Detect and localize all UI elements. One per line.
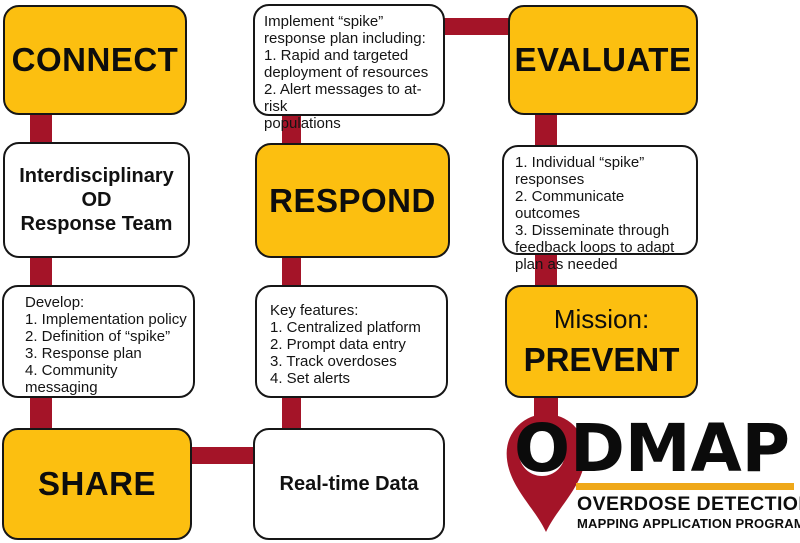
connector-share-realtime — [188, 447, 258, 464]
connector-outcomes-mission — [535, 250, 557, 290]
connector-implement-evaluate — [440, 18, 512, 35]
odmap-tagline-secondary: MAPPING APPLICATION PROGRAM — [577, 516, 800, 531]
key-features-text: Key features: 1. Centralized platform 2.… — [270, 302, 421, 387]
share-box: SHARE — [2, 428, 192, 540]
respond-label: RESPOND — [269, 181, 436, 219]
connector-implement-respond — [282, 110, 301, 148]
connector-respond-features — [282, 252, 301, 290]
key-features-box: Key features: 1. Centralized platform 2.… — [255, 285, 448, 398]
outcomes-text: 1. Individual “spike” responses 2. Commu… — [515, 154, 675, 273]
response-team-text: Interdisciplinary OD Response Team — [19, 165, 174, 235]
connector-evaluate-outcomes — [535, 110, 557, 150]
share-label: SHARE — [37, 465, 157, 502]
connector-develop-share — [30, 392, 52, 432]
odmap-wordmark: ODMAP — [514, 410, 791, 487]
mission-box: Mission: PREVENT — [505, 285, 698, 398]
implement-text: Implement “spike” response plan includin… — [264, 13, 429, 132]
mission-prefix-label: Mission: — [553, 304, 650, 334]
implement-box: Implement “spike” response plan includin… — [253, 4, 445, 132]
respond-box: RESPOND — [255, 143, 450, 258]
connect-label: CONNECT — [11, 41, 179, 78]
odmap-o-counter — [519, 430, 565, 476]
evaluate-box: EVALUATE — [508, 5, 698, 115]
connector-team-develop — [30, 252, 52, 290]
evaluate-label: EVALUATE — [514, 41, 692, 78]
odmap-tagline-primary: OVERDOSE DETECTION — [577, 493, 800, 515]
mission-label: PREVENT — [523, 341, 680, 378]
realtime-data-text: Real-time Data — [279, 473, 419, 495]
connector-connect-team — [30, 110, 52, 146]
develop-box: Develop: 1. Implementation policy 2. Def… — [2, 285, 195, 398]
develop-text: Develop: 1. Implementation policy 2. Def… — [25, 293, 187, 396]
outcomes-box: 1. Individual “spike” responses 2. Commu… — [502, 145, 698, 273]
connector-features-realtime — [282, 392, 301, 432]
realtime-data-box: Real-time Data — [253, 428, 445, 540]
response-team-box: Interdisciplinary OD Response Team — [3, 142, 190, 258]
odmap-gold-bar — [576, 483, 794, 490]
connect-box: CONNECT — [3, 5, 187, 115]
